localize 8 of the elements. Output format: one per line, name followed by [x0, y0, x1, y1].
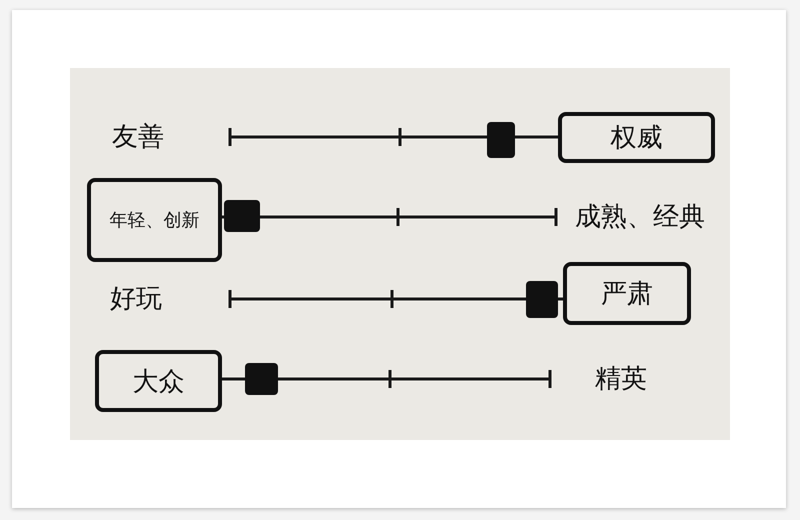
option-box: 年轻、创新: [87, 178, 222, 262]
option-box: 大众: [95, 350, 222, 412]
option-label: 好玩: [110, 286, 162, 312]
option-box: 权威: [558, 112, 715, 163]
option-label: 友善: [112, 124, 164, 150]
option-label: 精英: [595, 366, 647, 392]
option-box: 严肃: [563, 262, 691, 325]
option-label: 成熟、经典: [575, 204, 705, 230]
